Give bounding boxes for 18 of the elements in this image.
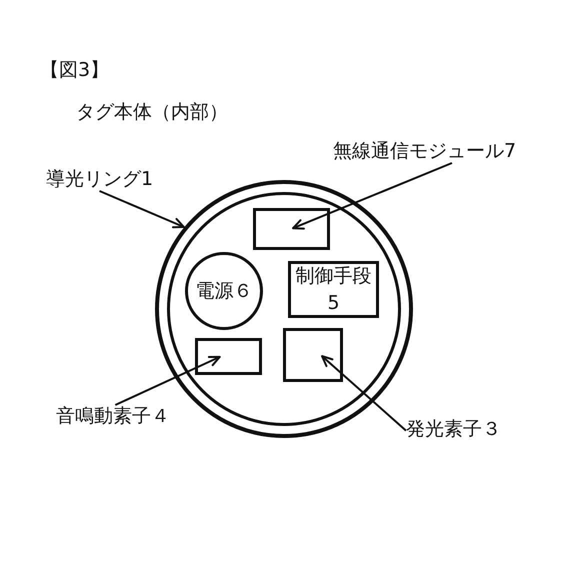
callout-label: 音鳴動素子４: [56, 405, 170, 428]
component-box: [283, 328, 343, 382]
inner-ring: [167, 192, 401, 426]
leader-arrow: [321, 355, 407, 432]
component-label: 電源６: [196, 280, 252, 302]
callout-label: 発光素子３: [406, 418, 501, 441]
module-box: [253, 208, 330, 250]
leader-arrow: [99, 190, 185, 228]
leader-arrow: [114, 356, 221, 406]
diagram-title: タグ本体（内部）: [76, 101, 228, 124]
figure-number: 【図3】: [40, 59, 110, 82]
leader-arrow: [292, 162, 452, 230]
control-unit-box: [288, 261, 379, 318]
power-source-circle: [185, 252, 263, 330]
component-label: 制御手段5: [294, 264, 372, 316]
callout-label: 無線通信モジュール7: [333, 140, 516, 163]
callout-label: 導光リング1: [46, 168, 154, 191]
component-box: [195, 338, 262, 375]
